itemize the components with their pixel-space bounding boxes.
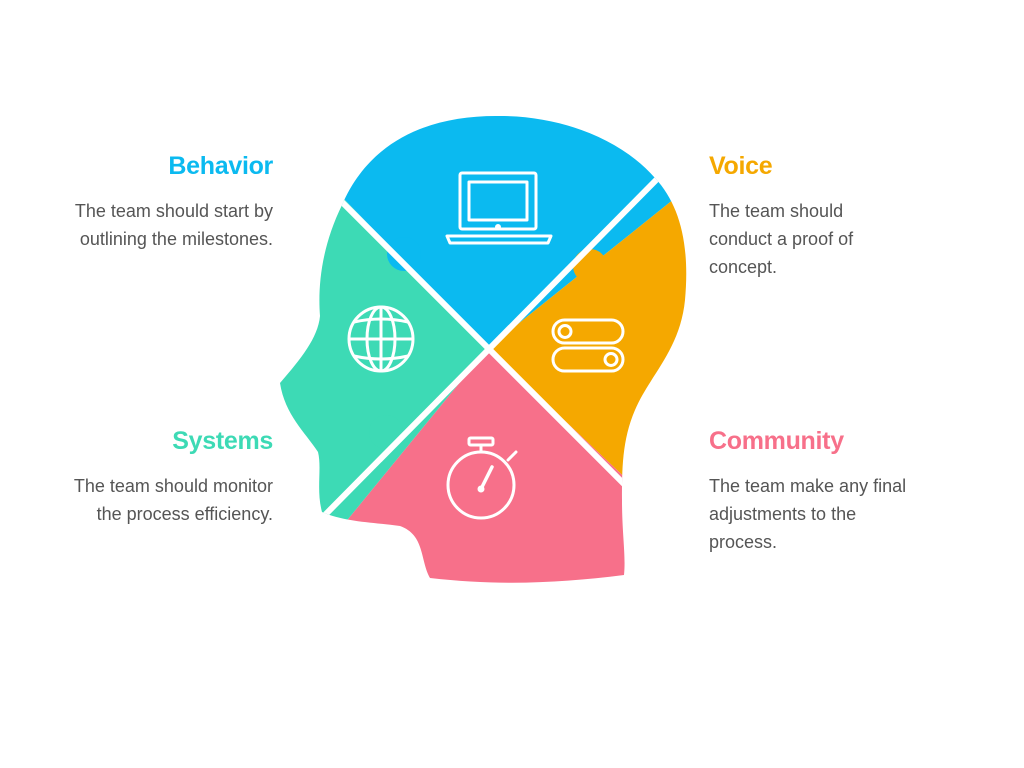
community-description: The team make any final adjustments to t… xyxy=(709,476,907,552)
systems-description: The team should monitor the process effi… xyxy=(73,476,273,524)
voice-section: Voice The team should conduct a proof of… xyxy=(709,152,909,281)
systems-puzzle-piece xyxy=(280,115,488,583)
knob-voice-behavior xyxy=(573,249,607,283)
toggle-switches-icon xyxy=(551,318,625,373)
community-puzzle-piece xyxy=(280,348,687,583)
laptop-icon xyxy=(445,171,553,245)
systems-section: Systems The team should monitor the proc… xyxy=(73,427,273,528)
behavior-section: Behavior The team should start by outlin… xyxy=(73,152,273,253)
behavior-title: Behavior xyxy=(168,152,273,180)
voice-description: The team should conduct a proof of conce… xyxy=(709,201,854,277)
knob-behavior-systems xyxy=(387,237,421,271)
globe-icon xyxy=(347,305,415,373)
community-section: Community The team make any final adjust… xyxy=(709,427,909,556)
behavior-description: The team should start by outlining the m… xyxy=(74,201,273,249)
systems-title: Systems xyxy=(172,427,273,455)
seam-diagonal-a xyxy=(327,187,663,523)
stopwatch-icon xyxy=(446,436,518,520)
voice-title: Voice xyxy=(709,152,773,180)
seam-diagonal-b xyxy=(317,165,671,523)
community-title: Community xyxy=(709,427,844,455)
